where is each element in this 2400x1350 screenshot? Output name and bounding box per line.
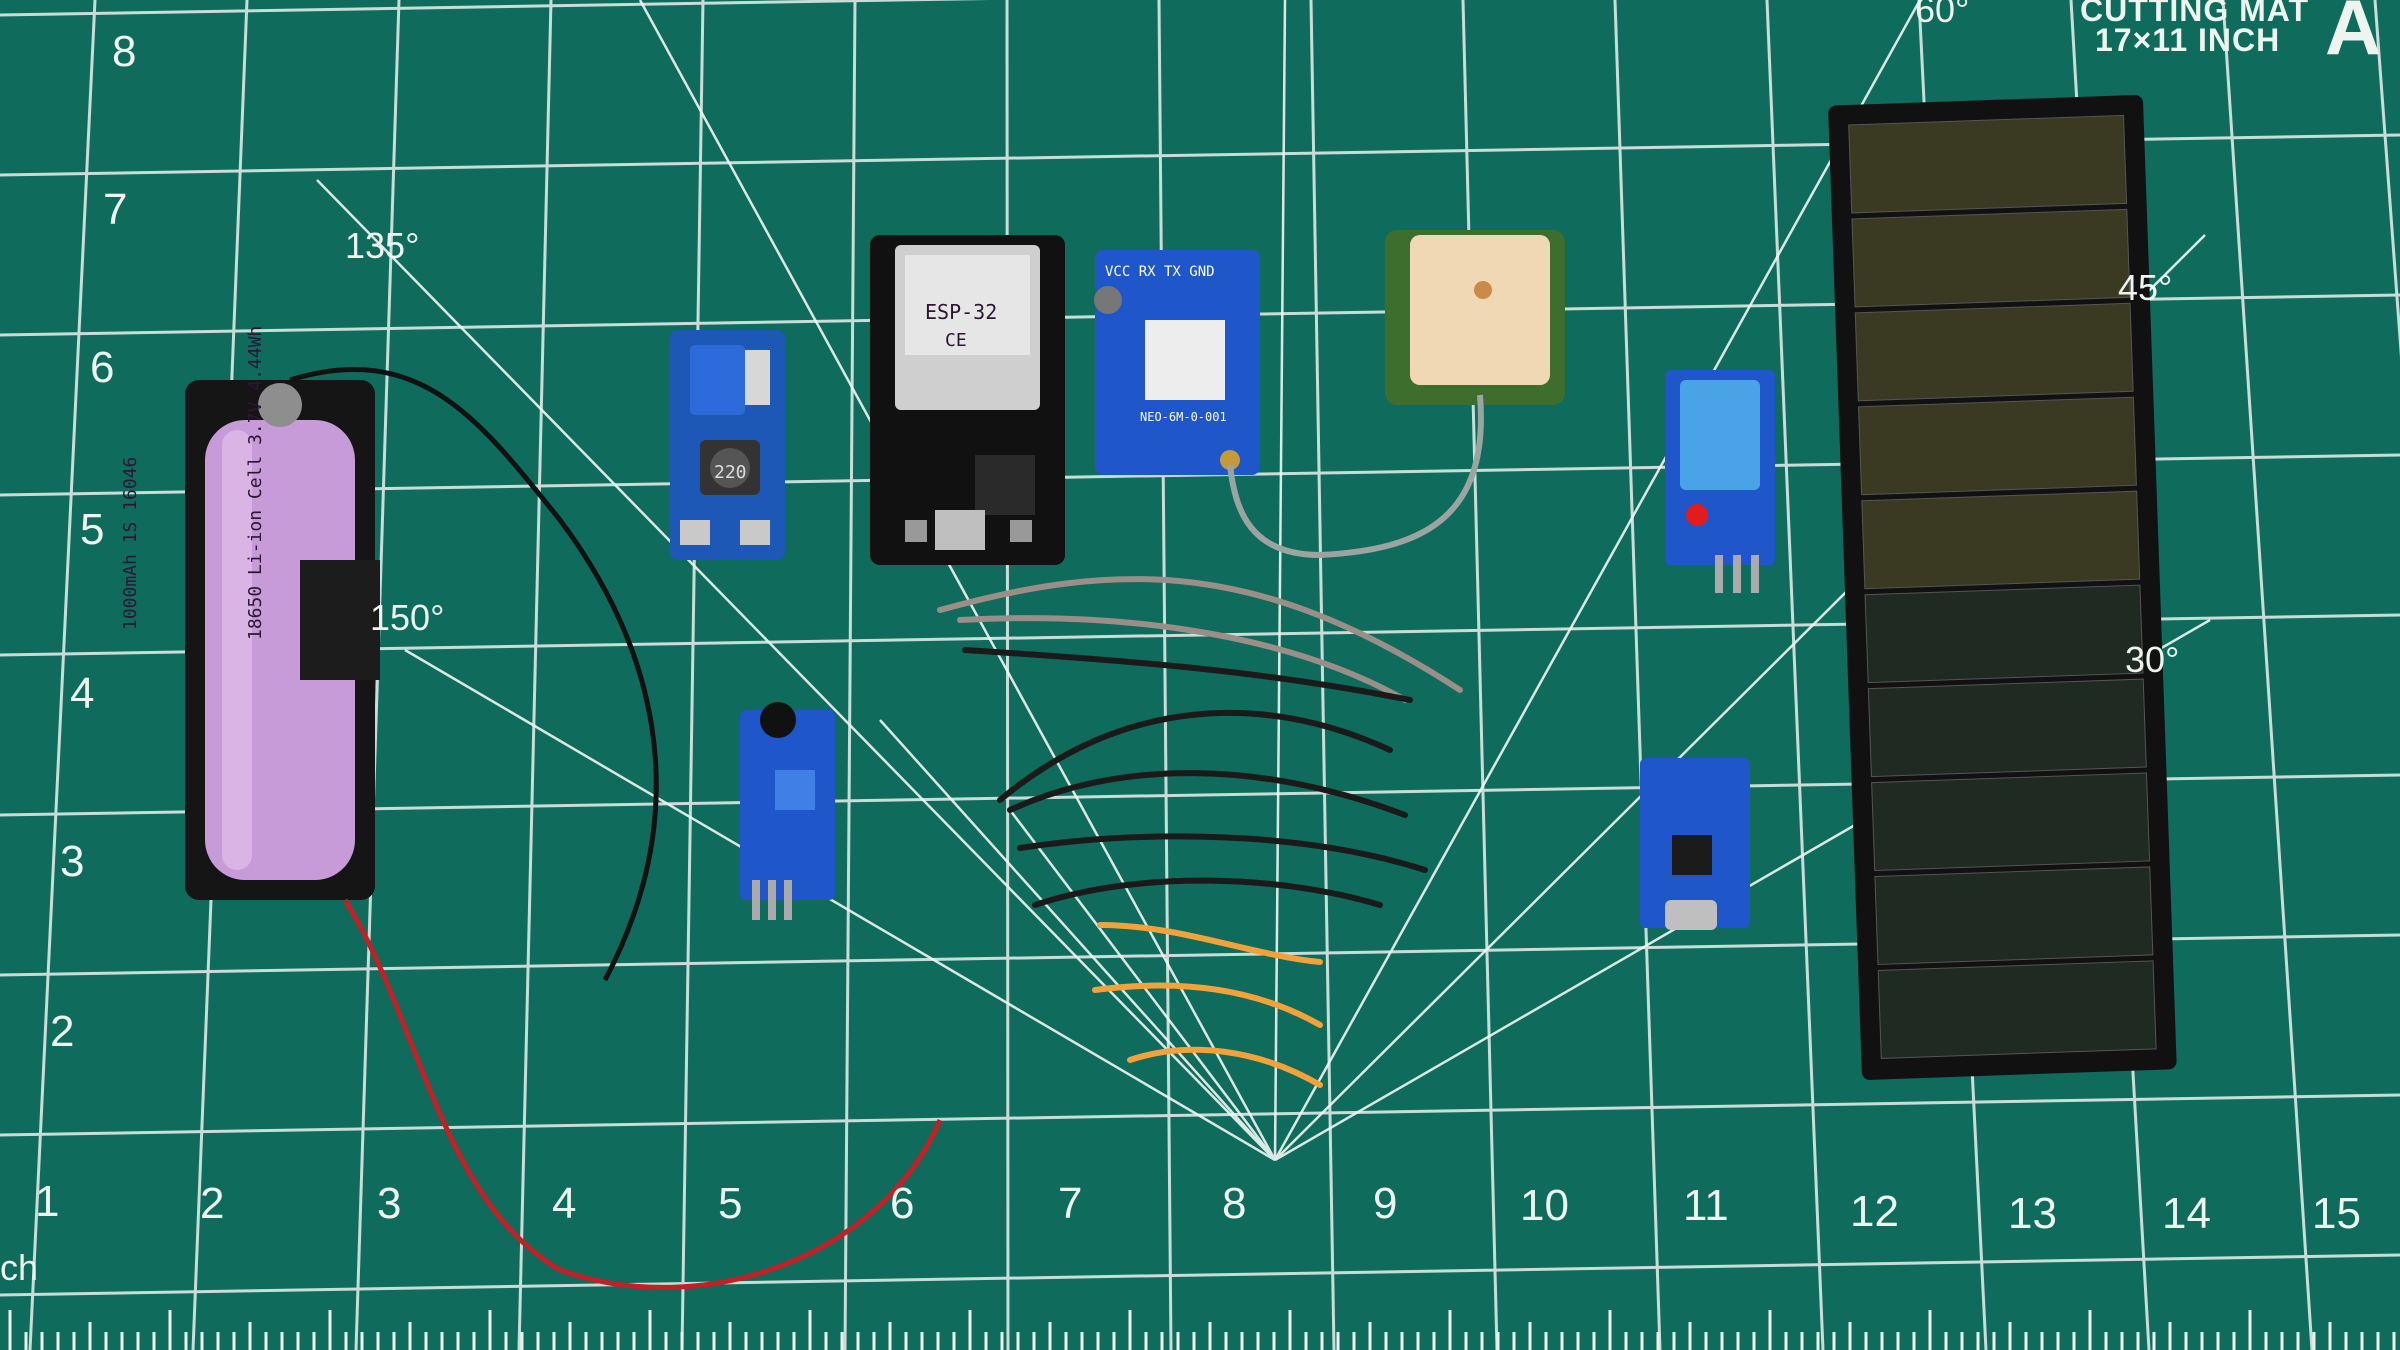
esp32-label: ESP-32 [925,300,998,324]
inductor-label: 220 [714,462,747,483]
ruler-left-3: 3 [60,837,85,886]
ruler-bottom-10: 10 [1520,1181,1569,1230]
ruler-left-4: 4 [70,669,95,718]
solar-cell [1861,490,2141,590]
solar-cell [1877,960,2157,1059]
jumper-wires [937,576,1463,1088]
solar-cell [1848,114,2128,214]
solar-cell [1864,584,2144,684]
gps-header-label: VCC RX TX GND [1105,264,1215,280]
battery-red-wire [342,898,943,1290]
ruler-bottom-2: 2 [200,1179,225,1228]
ruler-bottom-7: 7 [1058,1179,1083,1228]
ruler-left-2: 2 [50,1007,75,1056]
solar-cell [1867,678,2147,778]
esp32-ce-mark: CE [945,330,967,351]
mat-title: CUTTING MAT [2080,0,2310,28]
solar-cell [1854,302,2134,402]
angle-30: 30° [2125,639,2180,680]
ruler-bottom-5: 5 [718,1179,743,1228]
ruler-bottom-13: 13 [2008,1189,2057,1238]
gps-module [1094,250,1260,475]
gps-antenna [1385,230,1565,405]
ruler-bottom-9: 9 [1373,1179,1398,1228]
charger-module [1640,758,1750,930]
solar-cell [1851,208,2131,308]
ruler-bottom-15: 15 [2312,1189,2361,1238]
ruler-left-8: 8 [112,27,137,76]
ruler-bottom-11: 11 [1683,1181,1729,1230]
bottom-ruler-ticks [8,1310,2396,1350]
battery-text-2: 18650 Li-ion Cell 3.7V 4.44Wh [245,325,266,640]
ruler-bottom-1: 1 [35,1177,60,1226]
ruler-bottom-14: 14 [2162,1189,2211,1238]
battery-holder [185,380,380,900]
ruler-left-7: 7 [103,185,128,234]
ruler-left-5: 5 [80,505,105,554]
antenna-cable [1227,394,1484,559]
solar-cell [1874,866,2154,966]
mat-letter: A [2325,0,2382,71]
unit-label: ch [0,1247,39,1288]
dht11-sensor [1665,370,1775,593]
boost-converter-module [670,330,785,560]
esp32-board [870,235,1065,565]
ruler-bottom-8: 8 [1222,1179,1247,1228]
angle-45: 45° [2118,267,2173,308]
gps-chip-label: NEO-6M-0-001 [1140,410,1227,424]
ruler-left-6: 6 [90,343,115,392]
ruler-bottom-4: 4 [552,1179,577,1228]
solar-cell [1871,772,2151,872]
ruler-bottom-6: 6 [890,1179,915,1228]
solar-cell [1858,396,2137,496]
angle-60: 60° [1915,0,1970,30]
ruler-bottom-3: 3 [377,1179,402,1228]
ruler-bottom-12: 12 [1850,1187,1899,1236]
ir-sensor-module [740,702,835,920]
mat-size-label: 17×11 INCH [2095,22,2281,58]
angle-150: 150° [370,597,445,638]
battery-text-1: 1000mAh 1S 16046 [120,456,141,630]
angle-135: 135° [345,225,420,266]
solar-panel [1828,94,2177,1080]
battery-black-wire [289,367,659,982]
